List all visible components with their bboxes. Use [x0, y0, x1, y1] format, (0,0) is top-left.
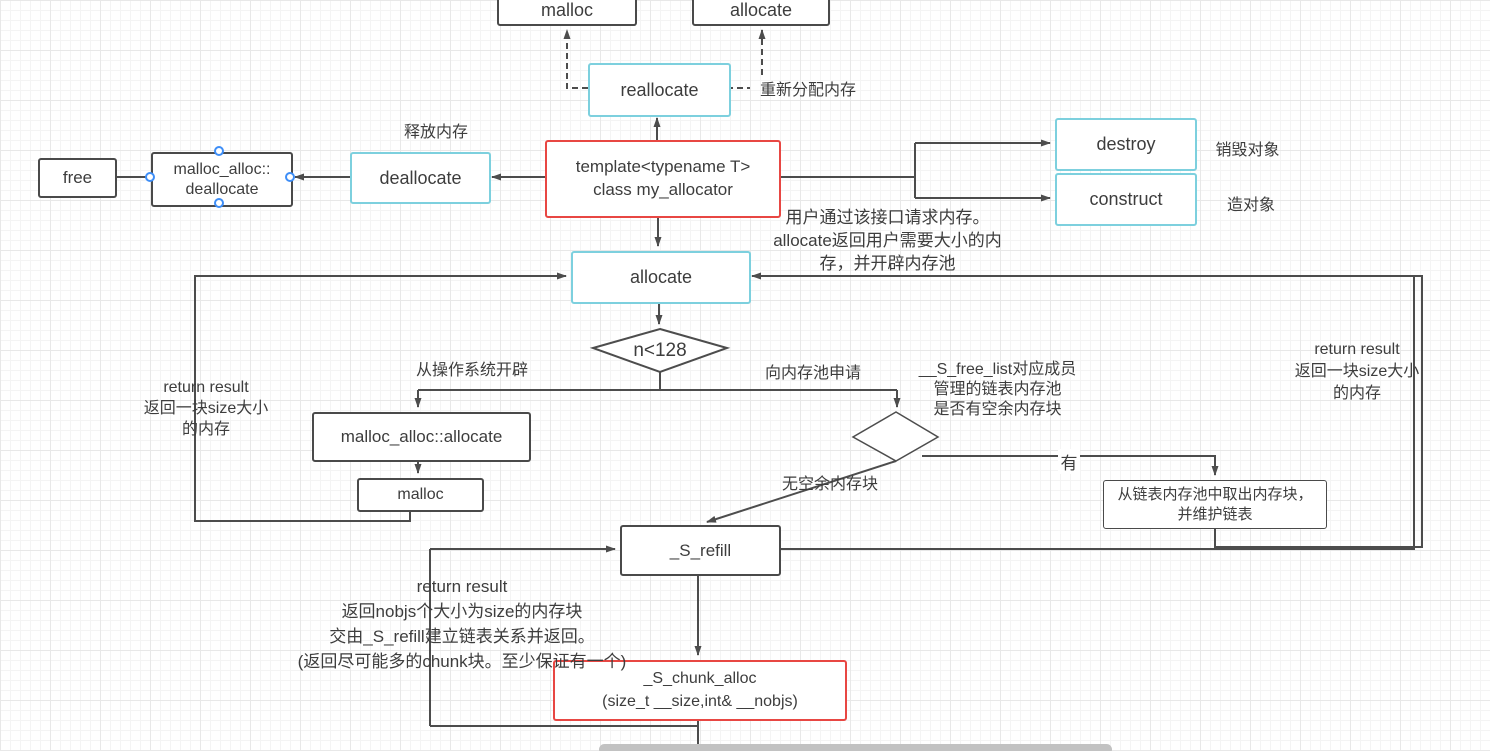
- node-allocate-main[interactable]: allocate: [571, 251, 751, 304]
- node-malloc-alloc-allocate-label: malloc_alloc::allocate: [340, 427, 503, 447]
- node-construct-label: construct: [1089, 189, 1163, 210]
- node-allocate-top-label: allocate: [729, 0, 793, 20]
- node-s-refill-label: _S_refill: [669, 540, 732, 560]
- node-malloc-alloc-deallocate[interactable]: malloc_alloc:: deallocate: [151, 152, 293, 207]
- node-s-chunk-alloc[interactable]: _S_chunk_alloc (size_t __size,int& __nob…: [553, 660, 847, 721]
- node-malloc-top-label: malloc: [540, 0, 593, 20]
- annotation-destroy-note[interactable]: 销毁对象: [1215, 142, 1280, 159]
- connector-yes-to-takeblock[interactable]: [922, 455, 1219, 476]
- node-malloc-os[interactable]: malloc: [357, 478, 484, 512]
- connector-cond-left-branch[interactable]: [418, 372, 661, 407]
- node-s-chunk-alloc-label: _S_chunk_alloc (size_t __size,int& __nob…: [602, 670, 798, 710]
- node-construct[interactable]: construct: [1055, 173, 1197, 226]
- decision-n128-text: n<128: [633, 340, 687, 361]
- connector-malloc-return-loop[interactable]: [194, 272, 567, 522]
- decision-n128-shape[interactable]: [589, 327, 731, 374]
- node-allocate-main-label: allocate: [629, 267, 693, 288]
- connector-cond-right-branch[interactable]: [660, 389, 897, 407]
- annotation-refill-note[interactable]: return result 返回nobjs个大小为size的内存块 交由_S_r…: [297, 577, 627, 671]
- annotation-no-free-block[interactable]: 无空余内存块: [781, 476, 878, 493]
- node-my-allocator-label: template<typename T> class my_allocator: [575, 157, 751, 199]
- node-malloc-top[interactable]: malloc: [497, 0, 637, 26]
- annotation-allocate-note[interactable]: 用户通过该接口请求内存。 allocate返回用户需要大小的内 存，并开辟内存池: [773, 208, 1002, 273]
- horizontal-scrollbar-thumb[interactable]: [599, 744, 1112, 751]
- selection-handle-right[interactable]: [285, 172, 295, 182]
- connector-chunk-to-srefill-loop[interactable]: [429, 549, 699, 746]
- selection-handle-top[interactable]: [214, 146, 224, 156]
- annotation-to-pool[interactable]: 向内存池申请: [764, 365, 861, 382]
- annotation-free-list-note[interactable]: __S_free_list对应成员 管理的链表内存池 是否有空余内存块: [918, 361, 1077, 418]
- node-malloc-alloc-deallocate-label: malloc_alloc:: deallocate: [173, 160, 271, 198]
- annotation-free-memory[interactable]: 释放内存: [403, 124, 468, 141]
- connector-template-bracket[interactable]: [777, 143, 916, 198]
- annotation-return-right[interactable]: return result 返回一块size大小 的内存: [1294, 341, 1420, 402]
- node-my-allocator[interactable]: template<typename T> class my_allocator: [545, 140, 781, 218]
- node-deallocate[interactable]: deallocate: [350, 152, 491, 204]
- node-malloc-os-label: malloc: [397, 486, 444, 503]
- selection-handle-bottom[interactable]: [214, 198, 224, 208]
- node-free-label: free: [62, 168, 93, 188]
- annotation-from-os[interactable]: 从操作系统开辟: [415, 362, 528, 379]
- selection-handle-left[interactable]: [145, 172, 155, 182]
- connector-nofree-to-srefill[interactable]: [706, 460, 897, 523]
- annotation-realloc-note[interactable]: 重新分配内存: [759, 82, 856, 99]
- node-take-from-list-label: 从链表内存池中取出内存块， 并维护链表: [1117, 486, 1313, 523]
- node-free[interactable]: free: [38, 158, 117, 198]
- node-reallocate[interactable]: reallocate: [588, 63, 731, 117]
- connector-reallocate-to-malloc[interactable]: [563, 29, 588, 89]
- annotation-yes[interactable]: 有: [1058, 449, 1080, 474]
- decision-freelist-shape[interactable]: [851, 411, 940, 462]
- decision-n128-label: n<128: [595, 338, 725, 364]
- node-deallocate-label: deallocate: [379, 167, 462, 188]
- node-destroy[interactable]: destroy: [1055, 118, 1197, 171]
- node-destroy-label: destroy: [1096, 134, 1156, 155]
- annotation-construct-note[interactable]: 造对象: [1226, 197, 1275, 214]
- node-malloc-alloc-allocate[interactable]: malloc_alloc::allocate: [312, 412, 531, 462]
- node-reallocate-label: reallocate: [620, 79, 699, 100]
- connector-srefill-return-loop[interactable]: [756, 275, 1415, 550]
- node-take-from-list[interactable]: 从链表内存池中取出内存块， 并维护链表: [1103, 480, 1327, 529]
- annotation-return-left[interactable]: return result 返回一块size大小 的内存: [143, 379, 269, 438]
- node-s-refill[interactable]: _S_refill: [620, 525, 781, 576]
- node-allocate-top[interactable]: allocate: [692, 0, 830, 26]
